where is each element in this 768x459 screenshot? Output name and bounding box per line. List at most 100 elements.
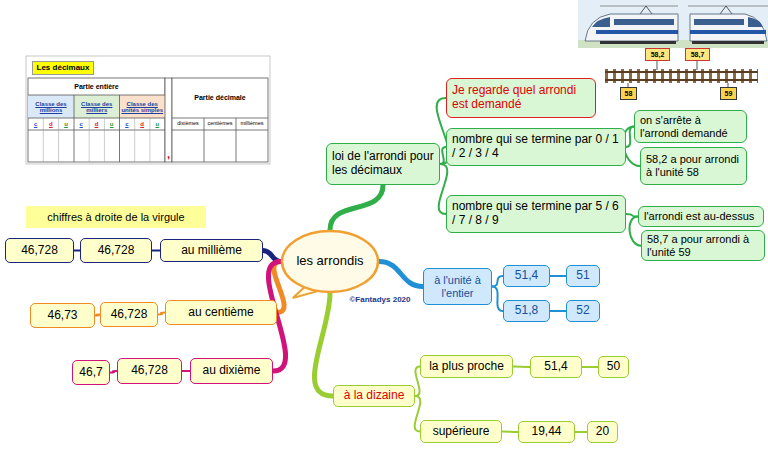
rounding-box: 46,728 [5,238,74,263]
node-text: 46,7 [79,366,102,380]
rail [605,79,758,81]
class-cell [74,95,120,118]
table-cell: millièmes [236,118,268,130]
unit-sign: 58 [620,87,637,100]
branch-connector [110,371,117,373]
place-value-letter: c [119,118,134,130]
node-text: on s'arrête à l'arrondi demandé [640,114,741,139]
train-stripe [690,30,766,34]
node-text: la plus proche [429,360,504,374]
table-cell: centièmes [204,118,236,130]
catenary-wire [688,6,768,7]
node-text: à l'unité à l'entier [429,274,486,299]
table-line [74,95,75,162]
rounding-box: au centième [165,300,277,325]
node-text: supérieure [433,425,490,439]
rule-box: on s'arrête à l'arrondi demandé [634,110,747,143]
ground [578,40,768,48]
rule-box: l'arrondi est au-dessus [638,206,764,227]
train-body [690,14,767,41]
table-integer-part [28,78,165,162]
node-text: à la dizaine [344,389,405,403]
rule-box: 58,2 a pour arrondi à l'unité 58 [640,147,747,185]
train-stripe [596,30,678,34]
node-text: au dixième [202,364,260,378]
cloud-outline [282,231,378,292]
table-line [89,118,90,162]
place-value-letter: c [28,118,43,130]
rail [605,71,758,73]
place-value-letter: d [43,118,58,130]
rule-box: nombre qui se termine par 0 / 1 / 2 / 3 … [446,128,626,166]
catenary-wire [600,6,678,7]
node-text: 46,728 [98,244,135,258]
table-line [43,118,44,162]
branch-connector [550,310,566,312]
node-text: au millième [181,244,242,258]
table-line [204,118,205,162]
node-text: les arrondis [296,254,363,269]
rounding-box: à la dizaine [333,385,415,407]
rounding-box: à l'unité à l'entier [423,268,492,305]
train-wheels [692,41,764,44]
rounding-box: 51 [566,265,600,287]
branch-connector [582,366,598,368]
train-sign: 58,7 [685,48,710,61]
node-text: Je regarde quel arrondi est demandé [452,84,590,112]
branch-connector [158,313,165,315]
rounding-box: 51,8 [503,300,550,322]
table-decimal-part [172,78,268,162]
node-text: au centième [188,306,253,320]
table-cell: dixièmes [172,118,204,130]
rounding-box: 46,7 [72,360,110,385]
branch-connector [330,185,383,230]
rounding-box: 20 [587,421,618,443]
table-line [149,118,150,162]
node-text: 58,2 a pour arrondi à l'unité 58 [646,153,741,178]
rounding-box: 52 [566,300,600,322]
table-cell: Classe des unités simples [120,96,166,118]
rule-box: loi de l'arrondi pour les décimaux [326,143,440,185]
class-cell [120,95,166,118]
rounding-box: 46,728 [117,358,182,384]
table-cell: Classe des millions [28,96,74,118]
node-text: 51,4 [544,360,567,374]
train-body [585,14,678,41]
branch-connector [379,262,423,287]
train-sign: 58,2 [645,48,670,61]
branch-connector [513,366,530,369]
place-value-letter: c [74,118,89,130]
node-text: 46,728 [111,308,148,322]
place-value-letter: u [58,118,73,130]
branch-connector [550,275,566,277]
branch-connector [492,287,503,312]
rounding-box: au millième [160,239,263,262]
place-value-letter: d [135,118,150,130]
node-text: nombre qui se termine par 5 / 6 / 7 / 8 … [452,200,620,228]
decimal-comma: , [164,148,173,162]
copyright-note: ©Fantadys 2020 [336,294,424,306]
table-comma-column [165,78,172,162]
table-line [172,118,268,119]
place-value-letter: d [89,118,104,130]
rounding-box: 46,728 [100,302,158,327]
rounding-box: au dixième [190,358,273,384]
node-text: 46,728 [131,364,168,378]
branch-connector [182,370,190,372]
train-window [592,17,610,27]
table-frame [26,56,270,164]
pantograph [720,6,732,14]
rail-ties [605,69,758,83]
node-text: 51,8 [515,304,538,318]
branch-connector [502,431,518,434]
node-text: 19,44 [531,425,561,439]
node-text: 46,728 [21,244,58,258]
table-line [119,95,120,162]
table-cell: Classe des milliers [74,96,120,118]
table-line [104,118,105,162]
class-cell [28,95,74,118]
node-text: 58,7 a pour arrondi à l'unité 59 [647,233,759,258]
table-title: Les décimaux [32,61,94,75]
rounding-box: 51,4 [530,356,582,378]
